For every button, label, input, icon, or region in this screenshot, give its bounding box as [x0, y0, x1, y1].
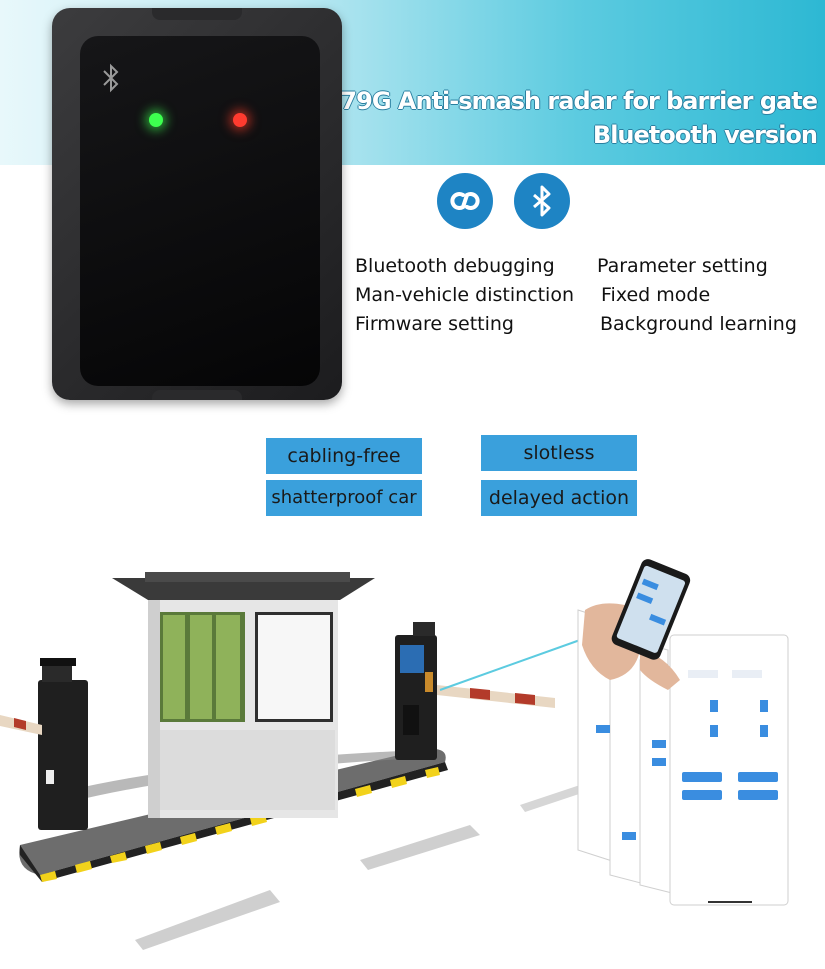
feature-firmware-setting: Firmware setting	[355, 313, 514, 335]
tag-cabling-free: cabling-free	[266, 438, 422, 474]
left-barrier-gate	[0, 658, 88, 830]
tag-delayed-action: delayed action	[481, 480, 637, 516]
feature-fixed-mode: Fixed mode	[601, 284, 711, 306]
feature-man-vehicle-distinction: Man-vehicle distinction	[355, 284, 574, 306]
tag-slotless: slotless	[481, 435, 637, 471]
device-bottom-notch	[152, 390, 242, 400]
red-led-indicator	[233, 113, 247, 127]
device-front-panel	[80, 36, 320, 386]
app-screens	[577, 609, 789, 906]
device-top-notch	[152, 8, 242, 20]
feature-parameter-setting: Parameter setting	[597, 255, 768, 277]
link-icon	[437, 173, 493, 229]
lane-marking	[360, 825, 480, 870]
green-led-indicator	[149, 113, 163, 127]
lane-marking	[135, 890, 280, 950]
title-line-2: Bluetooth version	[592, 121, 818, 149]
guard-booth	[112, 572, 375, 818]
right-barrier-gate	[395, 622, 555, 760]
product-title: 79G Anti-smash radar for barrier gate Bl…	[340, 84, 818, 152]
parking-gate-illustration	[0, 559, 789, 950]
island-curb	[20, 762, 448, 882]
hand-holding-phone	[582, 559, 691, 690]
lane-marking	[520, 785, 585, 812]
radar-device-image	[52, 8, 342, 400]
tag-shatterproof-car: shatterproof car	[266, 480, 422, 516]
feature-background-learning: Background learning	[600, 313, 797, 335]
bluetooth-icon	[514, 173, 570, 229]
bluetooth-link-line	[439, 639, 581, 691]
device-bluetooth-icon	[103, 63, 119, 93]
title-line-1: 79G Anti-smash radar for barrier gate	[340, 87, 818, 115]
feature-bluetooth-debugging: Bluetooth debugging	[355, 255, 555, 277]
